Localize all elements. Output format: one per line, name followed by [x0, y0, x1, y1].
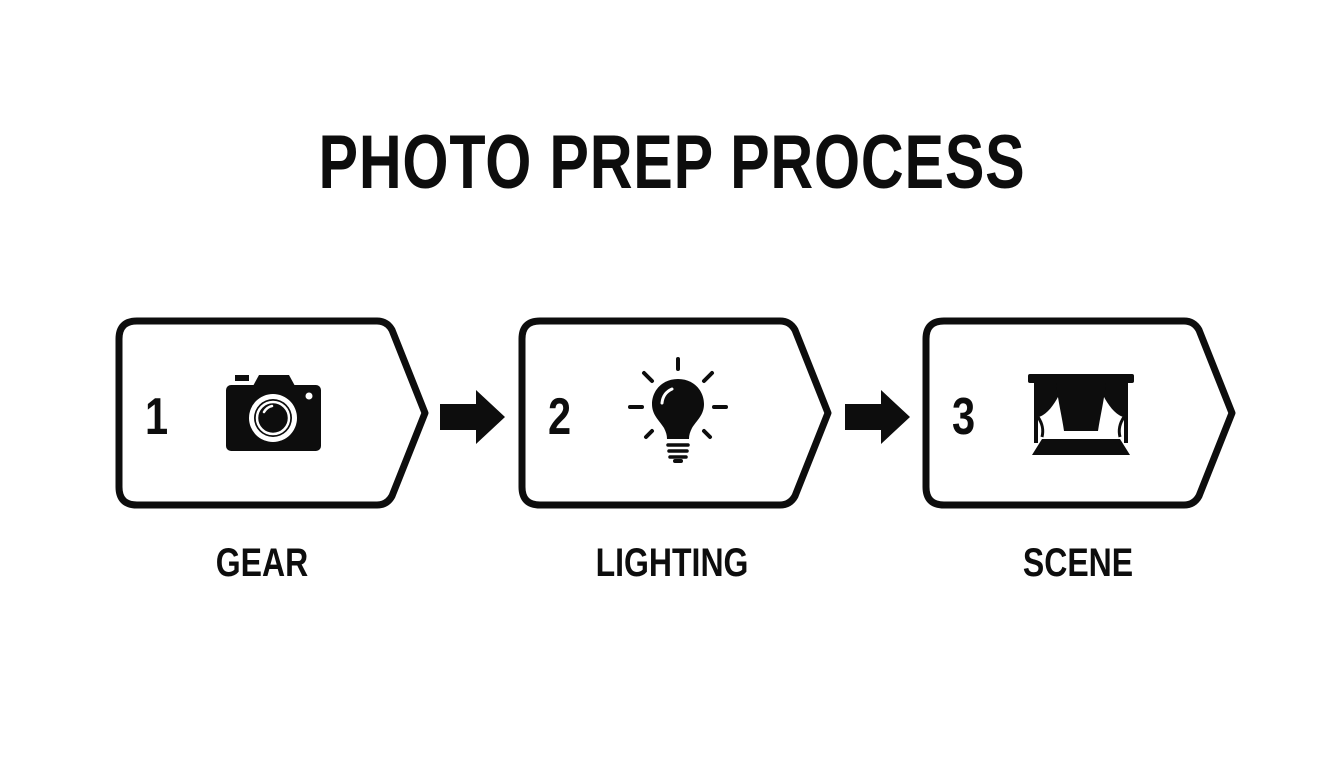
step-1-chevron-shape	[115, 317, 429, 509]
step-3-label: SCENE	[1022, 541, 1134, 585]
right-arrow-icon	[845, 390, 910, 444]
step-2-number: 2	[548, 388, 572, 446]
step-1-card: 1	[115, 317, 435, 509]
step-3-card: 3	[922, 317, 1242, 509]
step-3-chevron-shape	[922, 317, 1236, 509]
stage-curtain-icon	[1028, 374, 1134, 455]
step-2-label: LIGHTING	[595, 541, 749, 585]
step-2-chevron-shape	[518, 317, 832, 509]
step-1-number: 1	[145, 388, 169, 446]
step-3-number: 3	[952, 388, 976, 446]
step-1-label: GEAR	[215, 541, 309, 585]
diagram-title: PHOTO PREP PROCESS	[318, 120, 1026, 205]
lightbulb-icon	[628, 357, 728, 463]
arrow-2-to-3	[845, 389, 911, 450]
right-arrow-icon	[440, 390, 505, 444]
step-2-card: 2	[518, 317, 838, 509]
camera-icon	[226, 375, 321, 451]
arrow-1-to-2	[440, 389, 506, 450]
